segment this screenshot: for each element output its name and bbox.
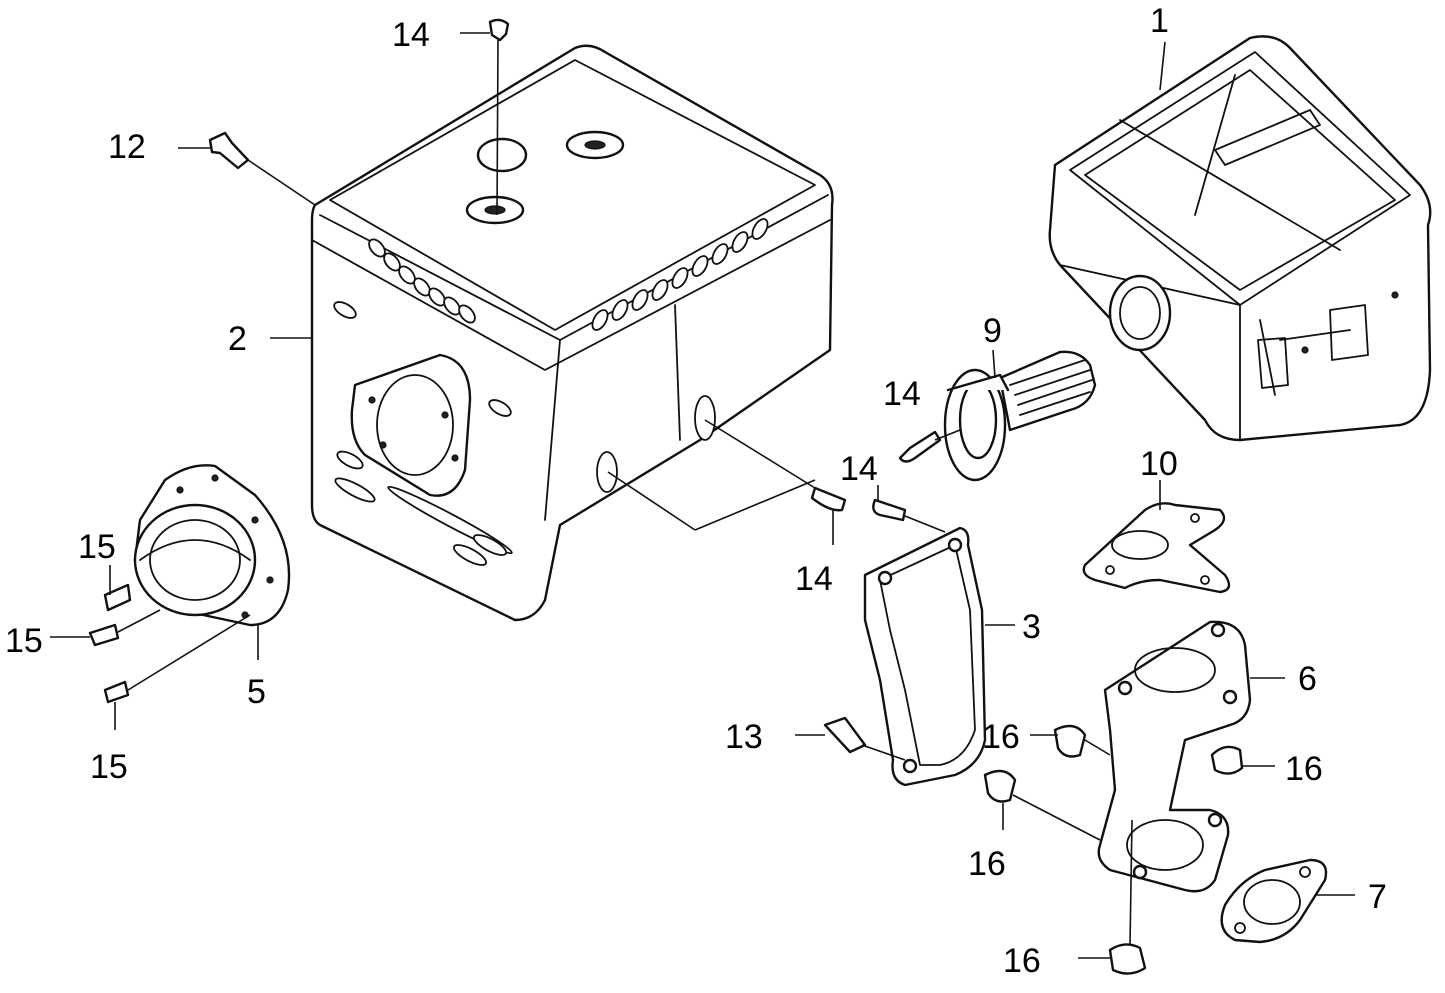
callout-3: 3 xyxy=(1022,608,1041,646)
callout-16-lower-left: 16 xyxy=(968,845,1006,883)
callout-13: 13 xyxy=(725,718,763,756)
callout-5: 5 xyxy=(247,673,266,711)
callout-15-bottom: 15 xyxy=(90,748,128,786)
callout-14-shield: 14 xyxy=(795,560,833,598)
callout-14-bracket: 14 xyxy=(840,450,878,488)
part-9-spark-arrester xyxy=(943,350,1097,482)
callout-2: 2 xyxy=(228,320,247,358)
part-3-bracket xyxy=(863,526,987,787)
part-7-gasket xyxy=(1220,858,1328,944)
callout-14-arrester: 14 xyxy=(883,375,921,413)
part-2-heat-shield xyxy=(310,44,834,622)
callout-12: 12 xyxy=(108,128,146,166)
callout-labels: 1 2 3 5 6 7 9 10 12 13 14 14 14 14 15 15… xyxy=(5,2,1387,980)
callout-16-right: 16 xyxy=(1285,750,1323,788)
fasteners xyxy=(88,18,1244,975)
part-5-end-cap xyxy=(133,464,291,627)
leader-lines xyxy=(50,32,1355,959)
callout-7: 7 xyxy=(1368,878,1387,916)
callout-16-upper-left: 16 xyxy=(982,718,1020,756)
part-1-muffler xyxy=(1048,35,1432,442)
callout-10: 10 xyxy=(1140,445,1178,483)
callout-15-mid: 15 xyxy=(5,622,43,660)
callout-15-top: 15 xyxy=(78,528,116,566)
callout-6: 6 xyxy=(1298,660,1317,698)
callout-14-top: 14 xyxy=(392,16,430,54)
callout-1: 1 xyxy=(1150,2,1169,40)
callout-16-bottom: 16 xyxy=(1003,942,1041,980)
callout-9: 9 xyxy=(983,312,1002,350)
part-6-exhaust-elbow xyxy=(1097,620,1252,893)
part-10-gasket xyxy=(1082,502,1231,594)
